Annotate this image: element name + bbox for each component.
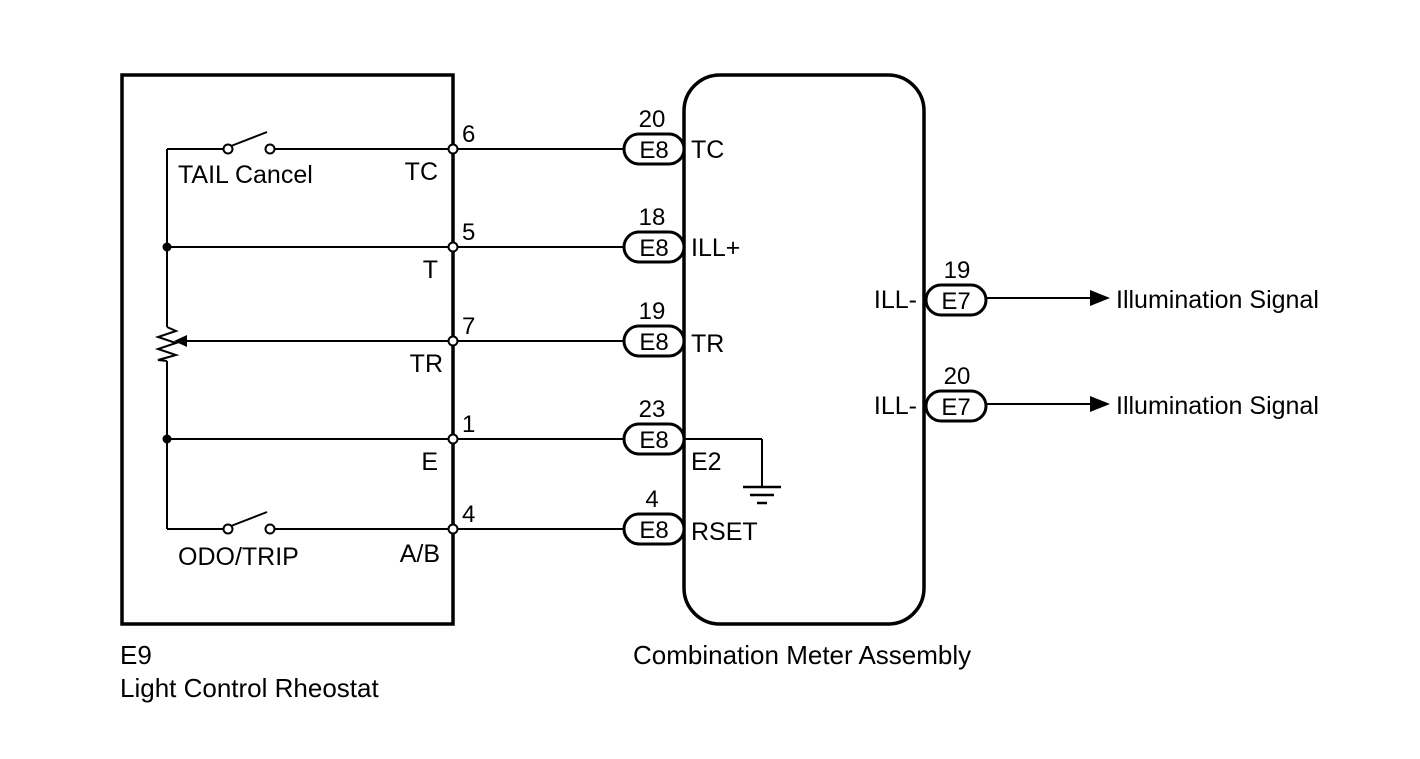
meter-pin-23: 23 [639,396,666,423]
pin-name-tr: TR [410,350,443,378]
connector-e8-rset: E8 [622,512,686,546]
output-name-ill-minus-2: ILL- [874,392,917,420]
meter-pin-19: 19 [639,298,666,325]
junction-dot-e [162,434,172,444]
pin-name-t: T [423,256,438,284]
connector-e7-out-1: E7 [924,283,988,317]
meter-name: Combination Meter Assembly [633,640,971,670]
rheostat-box [120,73,455,626]
illumination-signal-1: Illumination Signal [1116,286,1319,314]
odo-trip-switch [167,511,449,535]
svg-text:E7: E7 [941,394,970,421]
meter-input-tr: TR [691,330,724,358]
pin-number-5: 5 [462,219,475,246]
output-pin-19: 19 [944,257,971,284]
meter-input-tc: TC [691,136,724,164]
pin-name-ab: A/B [400,540,440,568]
rheostat-code: E9 [120,640,152,670]
arrow-out-2 [986,396,1110,412]
junction-dot-t [162,242,172,252]
output-name-ill-minus-1: ILL- [874,286,917,314]
pin-number-1: 1 [462,411,475,438]
pin-name-e: E [421,448,438,476]
meter-box [682,73,926,626]
meter-input-ill-plus: ILL+ [691,234,740,262]
meter-input-rset: RSET [691,518,758,546]
svg-text:E8: E8 [639,517,668,544]
svg-text:E8: E8 [639,235,668,262]
terminal-pin-6 [447,143,459,155]
connector-e8-tc: E8 [622,132,686,166]
connector-e8-tr: E8 [622,324,686,358]
svg-text:E8: E8 [639,329,668,356]
tail-cancel-label: TAIL Cancel [178,161,313,189]
svg-text:E8: E8 [639,427,668,454]
pin-number-6: 6 [462,121,475,148]
odo-trip-label: ODO/TRIP [178,543,299,571]
meter-pin-4: 4 [645,486,658,513]
ground-symbol [684,438,781,505]
terminal-pin-5 [447,241,459,253]
rheostat-name: Light Control Rheostat [120,673,379,703]
wiper-arrow [174,335,449,347]
pin-number-7: 7 [462,313,475,340]
connector-e8-ill-plus: E8 [622,230,686,264]
meter-pin-20: 20 [639,106,666,133]
meter-input-e2: E2 [691,448,722,476]
terminal-pin-4 [447,523,459,535]
svg-text:E8: E8 [639,137,668,164]
illumination-signal-2: Illumination Signal [1116,392,1319,420]
terminal-pin-7 [447,335,459,347]
connector-e7-out-2: E7 [924,389,988,423]
connector-e8-e2: E8 [622,422,686,456]
arrow-out-1 [986,290,1110,306]
terminal-pin-1 [447,433,459,445]
pin-name-tc: TC [405,158,438,186]
svg-text:E7: E7 [941,288,970,315]
resistor-symbol [154,326,180,362]
output-pin-20: 20 [944,363,971,390]
meter-pin-18: 18 [639,204,666,231]
tail-cancel-switch [167,131,449,155]
pin-number-4: 4 [462,501,475,528]
